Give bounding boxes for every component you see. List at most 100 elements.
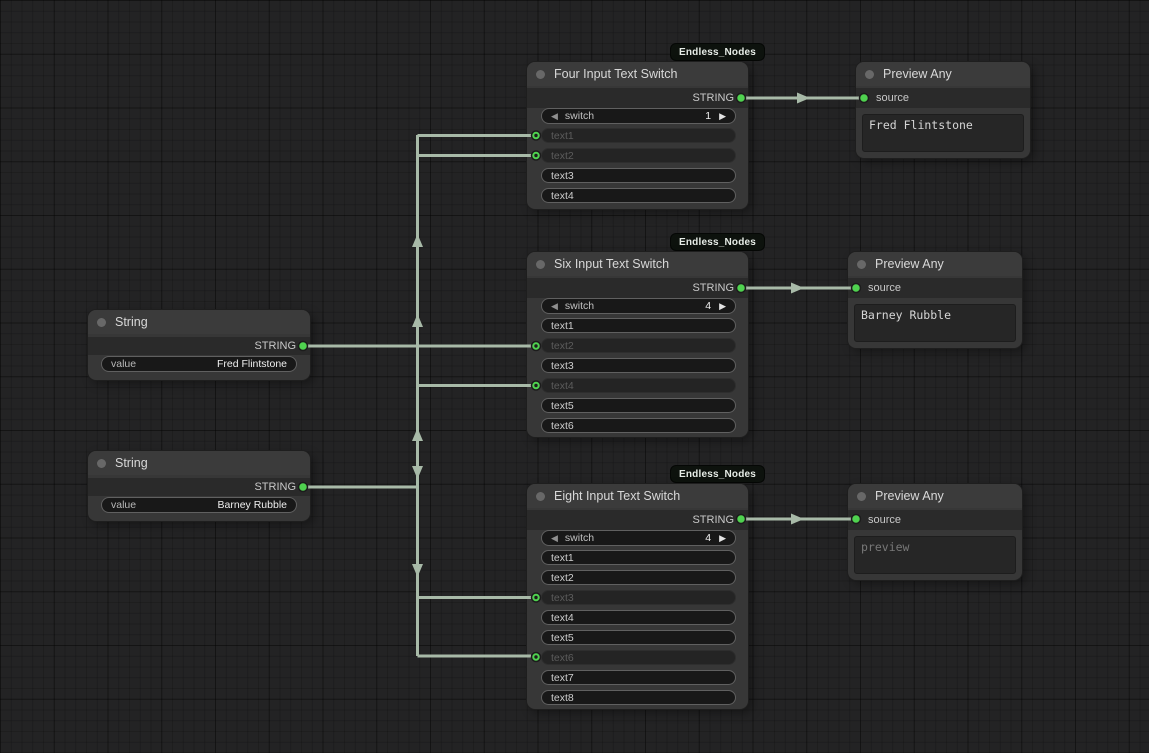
output-label: STRING xyxy=(692,514,734,526)
widget-label: text1 xyxy=(551,551,574,564)
input-label: source xyxy=(876,92,910,104)
text-input-widget[interactable]: text4 xyxy=(541,610,736,625)
text-input-widget[interactable]: text1 xyxy=(541,128,736,143)
node-title: Six Input Text Switch xyxy=(554,257,670,271)
increment-icon[interactable]: ▶ xyxy=(719,110,726,121)
node-source-badge: Endless_Nodes xyxy=(671,466,765,482)
node-titlebar[interactable]: Preview Any xyxy=(848,252,1022,276)
switch-label: switch xyxy=(564,300,595,312)
widget-label: value xyxy=(111,358,137,370)
collapse-dot-icon[interactable] xyxy=(536,259,545,269)
node-title: Preview Any xyxy=(883,67,952,81)
collapse-dot-icon[interactable] xyxy=(865,69,874,79)
node-title: Four Input Text Switch xyxy=(554,67,678,81)
node-source-badge: Endless_Nodes xyxy=(671,44,765,60)
node-titlebar[interactable]: String xyxy=(88,451,310,475)
increment-icon[interactable]: ▶ xyxy=(719,532,726,543)
collapse-dot-icon[interactable] xyxy=(857,491,866,501)
widget-value: Barney Rubble xyxy=(217,499,287,511)
input-slot-row: source xyxy=(856,88,1030,108)
switch-widget[interactable]: ◀ switch 4 ▶ xyxy=(541,530,736,546)
node-title: Eight Input Text Switch xyxy=(554,489,681,503)
text-input-widget[interactable]: text2 xyxy=(541,148,736,163)
text-input-widget[interactable]: text2 xyxy=(541,338,736,353)
preview-text[interactable]: preview xyxy=(854,536,1016,574)
output-slot-row: STRING xyxy=(88,337,310,355)
input-label: source xyxy=(868,514,902,526)
node-six-input-text-switch[interactable]: Six Input Text Switch STRING ◀ switch 4 … xyxy=(527,252,748,437)
widget-label: text6 xyxy=(551,651,574,664)
node-preview-any-fred[interactable]: Preview Any source Fred Flintstone xyxy=(856,62,1030,158)
node-preview-any-empty[interactable]: Preview Any source preview xyxy=(848,484,1022,580)
output-label: STRING xyxy=(692,282,734,294)
output-label: STRING xyxy=(254,481,296,493)
node-titlebar[interactable]: Eight Input Text Switch xyxy=(527,484,748,508)
widget-label: text7 xyxy=(551,671,574,684)
collapse-dot-icon[interactable] xyxy=(536,491,545,501)
switch-value: 4 xyxy=(705,300,712,312)
widget-label: text3 xyxy=(551,169,574,182)
text-input-widget[interactable]: text3 xyxy=(541,168,736,183)
text-input-widget[interactable]: text2 xyxy=(541,570,736,585)
text-input-widget[interactable]: text7 xyxy=(541,670,736,685)
increment-icon[interactable]: ▶ xyxy=(719,300,726,311)
text-input-widget[interactable]: text4 xyxy=(541,378,736,393)
node-title: String xyxy=(115,456,148,470)
input-slot-row: source xyxy=(848,278,1022,298)
output-label: STRING xyxy=(692,92,734,104)
wire-arrow-up-icon xyxy=(412,314,423,327)
value-widget[interactable]: value Barney Rubble xyxy=(101,497,297,513)
node-title: Preview Any xyxy=(875,489,944,503)
text-input-widget[interactable]: text6 xyxy=(541,418,736,433)
widget-label: text5 xyxy=(551,399,574,412)
widget-label: text5 xyxy=(551,631,574,644)
input-slot-row: source xyxy=(848,510,1022,530)
text-input-widget[interactable]: text5 xyxy=(541,630,736,645)
output-slot-row: STRING xyxy=(527,278,748,298)
collapse-dot-icon[interactable] xyxy=(857,259,866,269)
node-titlebar[interactable]: Six Input Text Switch xyxy=(527,252,748,276)
collapse-dot-icon[interactable] xyxy=(536,69,545,79)
text-input-widget[interactable]: text6 xyxy=(541,650,736,665)
text-input-widget[interactable]: text3 xyxy=(541,590,736,605)
wire-arrow-down-icon xyxy=(412,466,423,479)
text-input-widget[interactable]: text3 xyxy=(541,358,736,373)
wire-arrow-down-icon xyxy=(412,564,423,577)
text-input-widget[interactable]: text8 xyxy=(541,690,736,705)
wire-arrow-right-icon xyxy=(791,282,804,294)
node-four-input-text-switch[interactable]: Four Input Text Switch STRING ◀ switch 1… xyxy=(527,62,748,209)
widget-label: text4 xyxy=(551,611,574,624)
node-string-barney[interactable]: String STRING value Barney Rubble xyxy=(88,451,310,521)
switch-value: 4 xyxy=(705,532,712,544)
node-titlebar[interactable]: Preview Any xyxy=(856,62,1030,86)
output-label: STRING xyxy=(254,340,296,352)
node-eight-input-text-switch[interactable]: Eight Input Text Switch STRING ◀ switch … xyxy=(527,484,748,709)
node-source-badge: Endless_Nodes xyxy=(671,234,765,250)
value-widget[interactable]: value Fred Flintstone xyxy=(101,356,297,372)
decrement-icon[interactable]: ◀ xyxy=(551,300,558,311)
widget-label: text2 xyxy=(551,339,574,352)
decrement-icon[interactable]: ◀ xyxy=(551,110,558,121)
widget-label: text1 xyxy=(551,319,574,332)
node-titlebar[interactable]: String xyxy=(88,310,310,334)
collapse-dot-icon[interactable] xyxy=(97,317,106,327)
text-input-widget[interactable]: text1 xyxy=(541,318,736,333)
node-titlebar[interactable]: Preview Any xyxy=(848,484,1022,508)
widget-value: Fred Flintstone xyxy=(216,358,287,370)
node-titlebar[interactable]: Four Input Text Switch xyxy=(527,62,748,86)
text-input-widget[interactable]: text4 xyxy=(541,188,736,203)
widget-label: text1 xyxy=(551,129,574,142)
decrement-icon[interactable]: ◀ xyxy=(551,532,558,543)
collapse-dot-icon[interactable] xyxy=(97,458,106,468)
text-input-widget[interactable]: text5 xyxy=(541,398,736,413)
preview-text[interactable]: Barney Rubble xyxy=(854,304,1016,342)
preview-text[interactable]: Fred Flintstone xyxy=(862,114,1024,152)
widget-label: text4 xyxy=(551,379,574,392)
text-input-widget[interactable]: text1 xyxy=(541,550,736,565)
switch-widget[interactable]: ◀ switch 1 ▶ xyxy=(541,108,736,124)
node-preview-any-barney[interactable]: Preview Any source Barney Rubble xyxy=(848,252,1022,348)
output-slot-row: STRING xyxy=(527,88,748,108)
node-string-fred[interactable]: String STRING value Fred Flintstone xyxy=(88,310,310,380)
switch-widget[interactable]: ◀ switch 4 ▶ xyxy=(541,298,736,314)
